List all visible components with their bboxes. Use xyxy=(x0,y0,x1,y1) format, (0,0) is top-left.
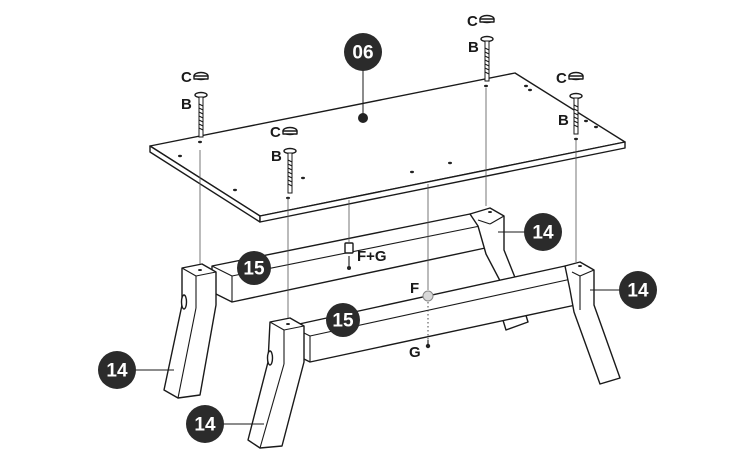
center-mark xyxy=(358,113,368,123)
label-bolt-4: B xyxy=(558,112,569,129)
callout-back-rail: 15 xyxy=(237,251,271,285)
label-bolt-2: B xyxy=(271,148,282,165)
label-cap-1: C xyxy=(181,69,192,86)
label-bolt-1: B xyxy=(181,96,192,113)
svg-text:06: 06 xyxy=(352,43,373,64)
front-right-leg xyxy=(564,261,621,385)
callout-back-left-leg: 14 xyxy=(98,351,174,389)
callout-front-rail: 15 xyxy=(326,303,360,337)
bracket-back xyxy=(344,242,354,270)
svg-text:14: 14 xyxy=(627,281,649,302)
table-top xyxy=(149,72,626,223)
hardware-set-2 xyxy=(282,126,298,194)
label-bracket-screw: F+G xyxy=(357,248,387,265)
label-bolt-3: B xyxy=(468,39,479,56)
alignment-guides xyxy=(199,88,577,318)
svg-text:15: 15 xyxy=(243,259,265,280)
label-cap-2: C xyxy=(270,124,281,141)
bracket-front xyxy=(422,290,434,349)
hardware-set-1 xyxy=(193,71,209,138)
front-left-leg xyxy=(247,317,305,449)
hardware-set-3 xyxy=(479,14,495,82)
svg-text:14: 14 xyxy=(194,415,216,436)
front-leg-assembly xyxy=(247,261,621,449)
callout-table-top: 06 xyxy=(344,33,382,114)
label-cap-3: C xyxy=(467,13,478,30)
top-holes xyxy=(178,84,598,200)
svg-text:15: 15 xyxy=(332,311,354,332)
back-leg-assembly xyxy=(163,207,529,399)
svg-text:14: 14 xyxy=(532,223,554,244)
svg-text:14: 14 xyxy=(106,361,128,382)
callout-front-right-leg: 14 xyxy=(590,271,657,309)
hardware-set-4 xyxy=(568,71,584,135)
label-screw: G xyxy=(409,344,421,361)
back-left-leg xyxy=(163,263,217,399)
label-bracket: F xyxy=(410,280,419,297)
label-cap-4: C xyxy=(556,70,567,87)
callout-back-right-leg: 14 xyxy=(498,213,562,251)
callout-front-left-leg: 14 xyxy=(186,405,264,443)
